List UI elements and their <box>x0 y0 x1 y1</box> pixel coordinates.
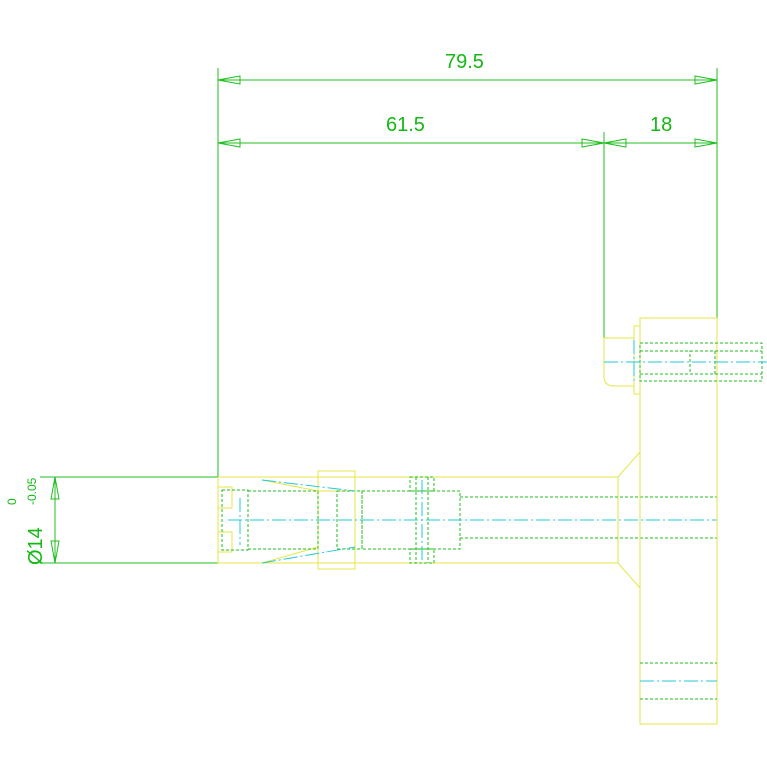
vertical-plate <box>617 317 718 725</box>
dimension-overall-label: 79.5 <box>445 51 484 73</box>
dimension-left-label: 61.5 <box>386 114 425 136</box>
tolerance-upper-label: 0 <box>5 498 19 505</box>
dimension-left: 61.5 <box>217 114 605 148</box>
dimension-diameter: Ø14 0 -0.05 <box>5 476 218 565</box>
dimension-right-label: 18 <box>650 114 672 136</box>
top-bolt <box>603 325 767 395</box>
shaft-centerlines <box>228 479 717 564</box>
dimension-right: 18 <box>603 114 718 338</box>
tolerance-lower-label: -0.05 <box>25 477 39 505</box>
dimension-overall: 79.5 <box>217 51 718 478</box>
dimension-diameter-label: Ø14 <box>25 527 47 565</box>
